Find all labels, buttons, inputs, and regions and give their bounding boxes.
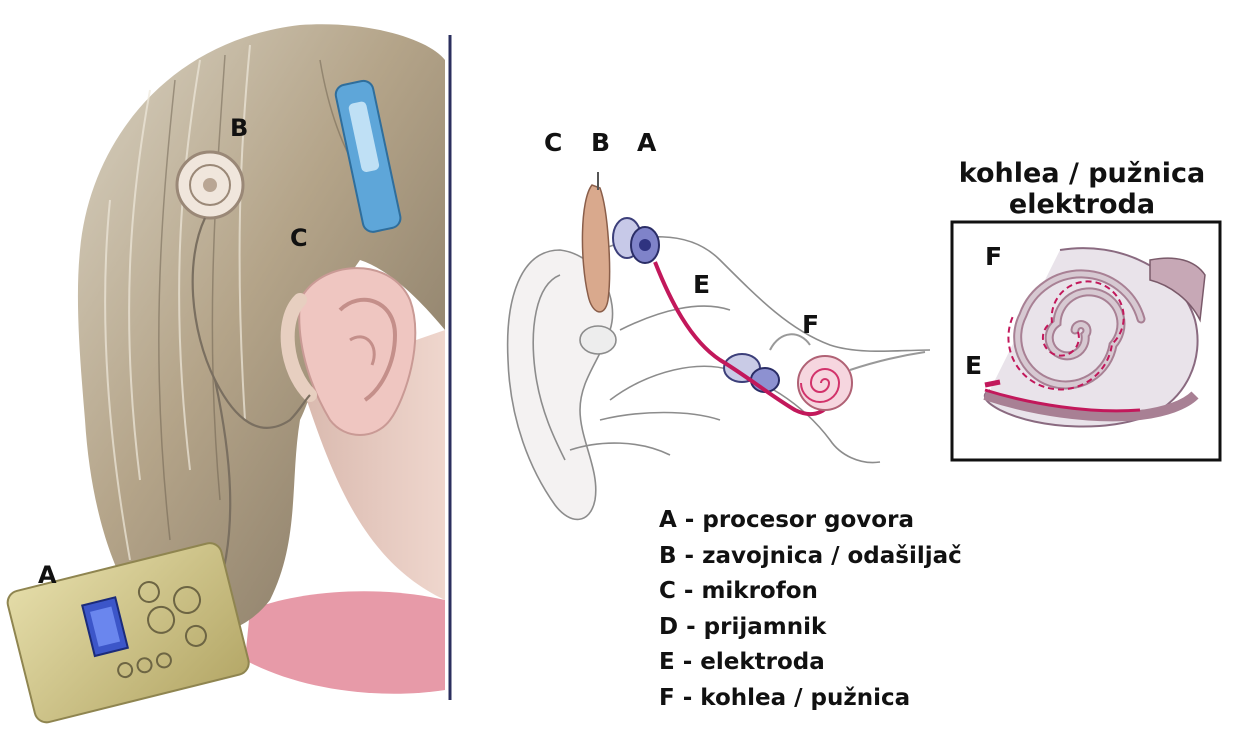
inset-label-e: E [965, 353, 982, 378]
legend: A - procesor govora B - zavojnica / odaš… [659, 505, 962, 718]
diagram-label-c: C [544, 130, 562, 155]
legend-item: E - elektroda [659, 647, 962, 683]
legend-item: A - procesor govora [659, 505, 962, 541]
photo-label-a: A [38, 563, 57, 587]
diagram-label-b: B [591, 130, 610, 155]
inset-title-line1: kohlea / pužnica [948, 158, 1216, 189]
legend-item: C - mikrofon [659, 576, 962, 612]
inset-label-f: F [985, 244, 1002, 269]
diagram-label-e: E [693, 272, 710, 297]
inset-title: kohlea / pužnica elektroda [948, 158, 1216, 220]
legend-item: F - kohlea / pužnica [659, 683, 962, 719]
diagram-label-a: A [637, 130, 656, 155]
legend-item: B - zavojnica / odašiljač [659, 541, 962, 577]
legend-item: D - prijamnik [659, 612, 962, 648]
photo-label-c: C [290, 226, 308, 250]
diagram-label-f: F [802, 312, 819, 337]
inset-title-line2: elektroda [948, 189, 1216, 220]
photo-label-b: B [230, 116, 248, 140]
